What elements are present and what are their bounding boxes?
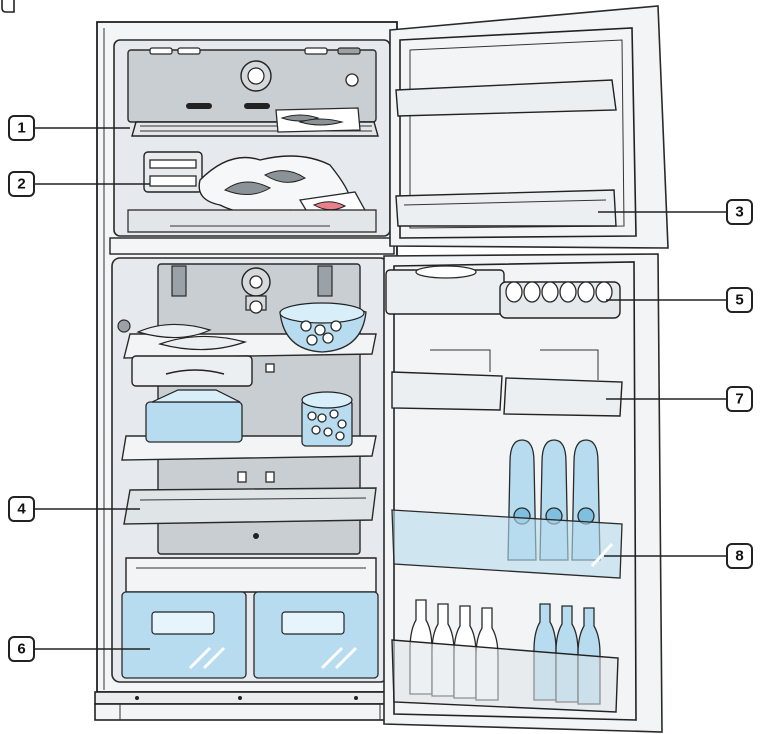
cabinet-base: [94, 691, 400, 705]
callout-8: 8: [726, 543, 753, 569]
vegetable-drawer-right: [253, 591, 379, 679]
callout-5: 5: [726, 287, 753, 313]
food-container: [145, 401, 243, 443]
crisper-cover: [125, 557, 377, 593]
freezer-door: [389, 5, 669, 249]
door-bin-right: [503, 377, 623, 417]
corner-marker: [1, 0, 15, 13]
freezer-door-shelf-bottom: [395, 189, 617, 227]
svg-text:1: 1: [17, 120, 25, 137]
svg-text:4: 4: [17, 501, 26, 518]
callout-4: 4: [8, 496, 35, 522]
vegetable-drawer-left: [121, 591, 247, 679]
door-bin-lower: [391, 639, 619, 713]
callout-7: 7: [726, 386, 753, 412]
refrigerator-body: [94, 21, 402, 721]
fridge-shelf-glass: [123, 487, 377, 525]
callout-1: 1: [8, 115, 35, 141]
callout-6: 6: [8, 636, 35, 662]
svg-text:8: 8: [735, 548, 743, 565]
svg-text:3: 3: [735, 204, 743, 221]
fridge-door: [383, 253, 663, 733]
callout-2: 2: [8, 171, 35, 197]
svg-text:7: 7: [735, 391, 743, 408]
freezer-door-shelf-top: [395, 79, 617, 117]
door-bin-bottle: [391, 509, 623, 579]
chiller-drawer: [131, 355, 253, 387]
callout-3: 3: [726, 199, 753, 225]
svg-text:6: 6: [17, 641, 25, 658]
svg-text:2: 2: [17, 176, 25, 193]
svg-text:5: 5: [735, 292, 743, 309]
door-bin-left: [391, 371, 503, 411]
